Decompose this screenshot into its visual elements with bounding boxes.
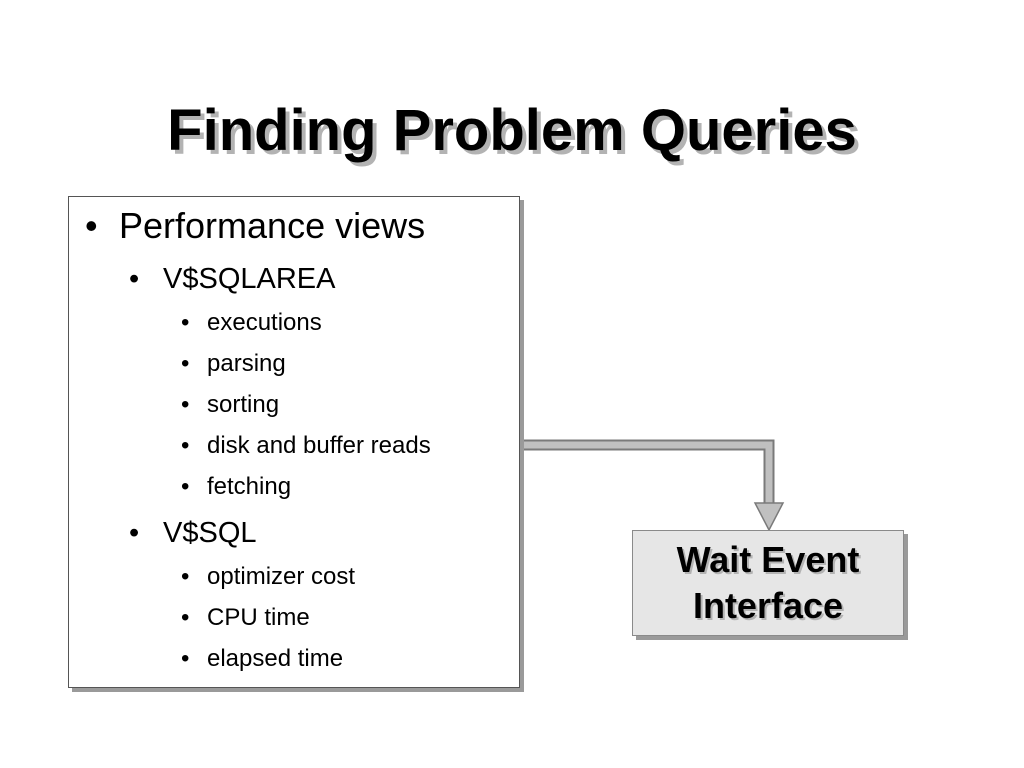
bullet-vsql: • V$SQL bbox=[129, 517, 257, 550]
bullet-executions: • executions bbox=[181, 309, 322, 337]
bullet-dot: • bbox=[181, 350, 190, 377]
bullet-dot: • bbox=[181, 432, 190, 459]
bullet-dot: • bbox=[181, 604, 190, 631]
bullet-dot: • bbox=[181, 391, 190, 418]
bullet-vsqlarea: • V$SQLAREA bbox=[129, 263, 335, 296]
bullet-dot: • bbox=[129, 263, 140, 295]
bullet-dot: • bbox=[181, 645, 190, 672]
bullet-text: V$SQLAREA bbox=[163, 263, 336, 295]
performance-views-box: • Performance views • V$SQLAREA • execut… bbox=[68, 196, 520, 688]
bullet-text: parsing bbox=[207, 350, 286, 377]
bullet-dot: • bbox=[129, 517, 140, 549]
bullet-cpu-time: • CPU time bbox=[181, 604, 310, 632]
slide-title: Finding Problem Queries bbox=[167, 98, 857, 163]
wait-box-line1: Wait Event bbox=[676, 539, 860, 580]
bullet-dot: • bbox=[181, 473, 190, 500]
bullet-text: elapsed time bbox=[207, 645, 344, 672]
bullet-dot: • bbox=[85, 205, 98, 246]
wait-event-interface-box: Wait Event Interface bbox=[632, 530, 904, 636]
bullet-text: executions bbox=[207, 309, 322, 336]
bullet-sorting: • sorting bbox=[181, 391, 279, 419]
bullet-text: V$SQL bbox=[163, 517, 257, 549]
bullet-text: sorting bbox=[207, 391, 280, 418]
bullet-text: disk and buffer reads bbox=[207, 432, 431, 459]
bullet-performance-views: • Performance views bbox=[85, 205, 425, 247]
bullet-elapsed-time: • elapsed time bbox=[181, 645, 343, 673]
bullet-optimizer-cost: • optimizer cost bbox=[181, 563, 355, 591]
bullet-text: Performance views bbox=[119, 205, 426, 246]
bullet-disk-buffer-reads: • disk and buffer reads bbox=[181, 432, 431, 460]
arrow-head bbox=[753, 502, 785, 532]
bullet-dot: • bbox=[181, 309, 190, 336]
bullet-text: optimizer cost bbox=[207, 563, 356, 590]
bullet-dot: • bbox=[181, 563, 190, 590]
bullet-parsing: • parsing bbox=[181, 350, 286, 378]
bullet-text: fetching bbox=[207, 473, 292, 500]
bullet-fetching: • fetching bbox=[181, 473, 291, 501]
bullet-text: CPU time bbox=[207, 604, 310, 631]
arrow-shape bbox=[520, 439, 785, 532]
wait-box-line2: Interface bbox=[692, 585, 844, 626]
